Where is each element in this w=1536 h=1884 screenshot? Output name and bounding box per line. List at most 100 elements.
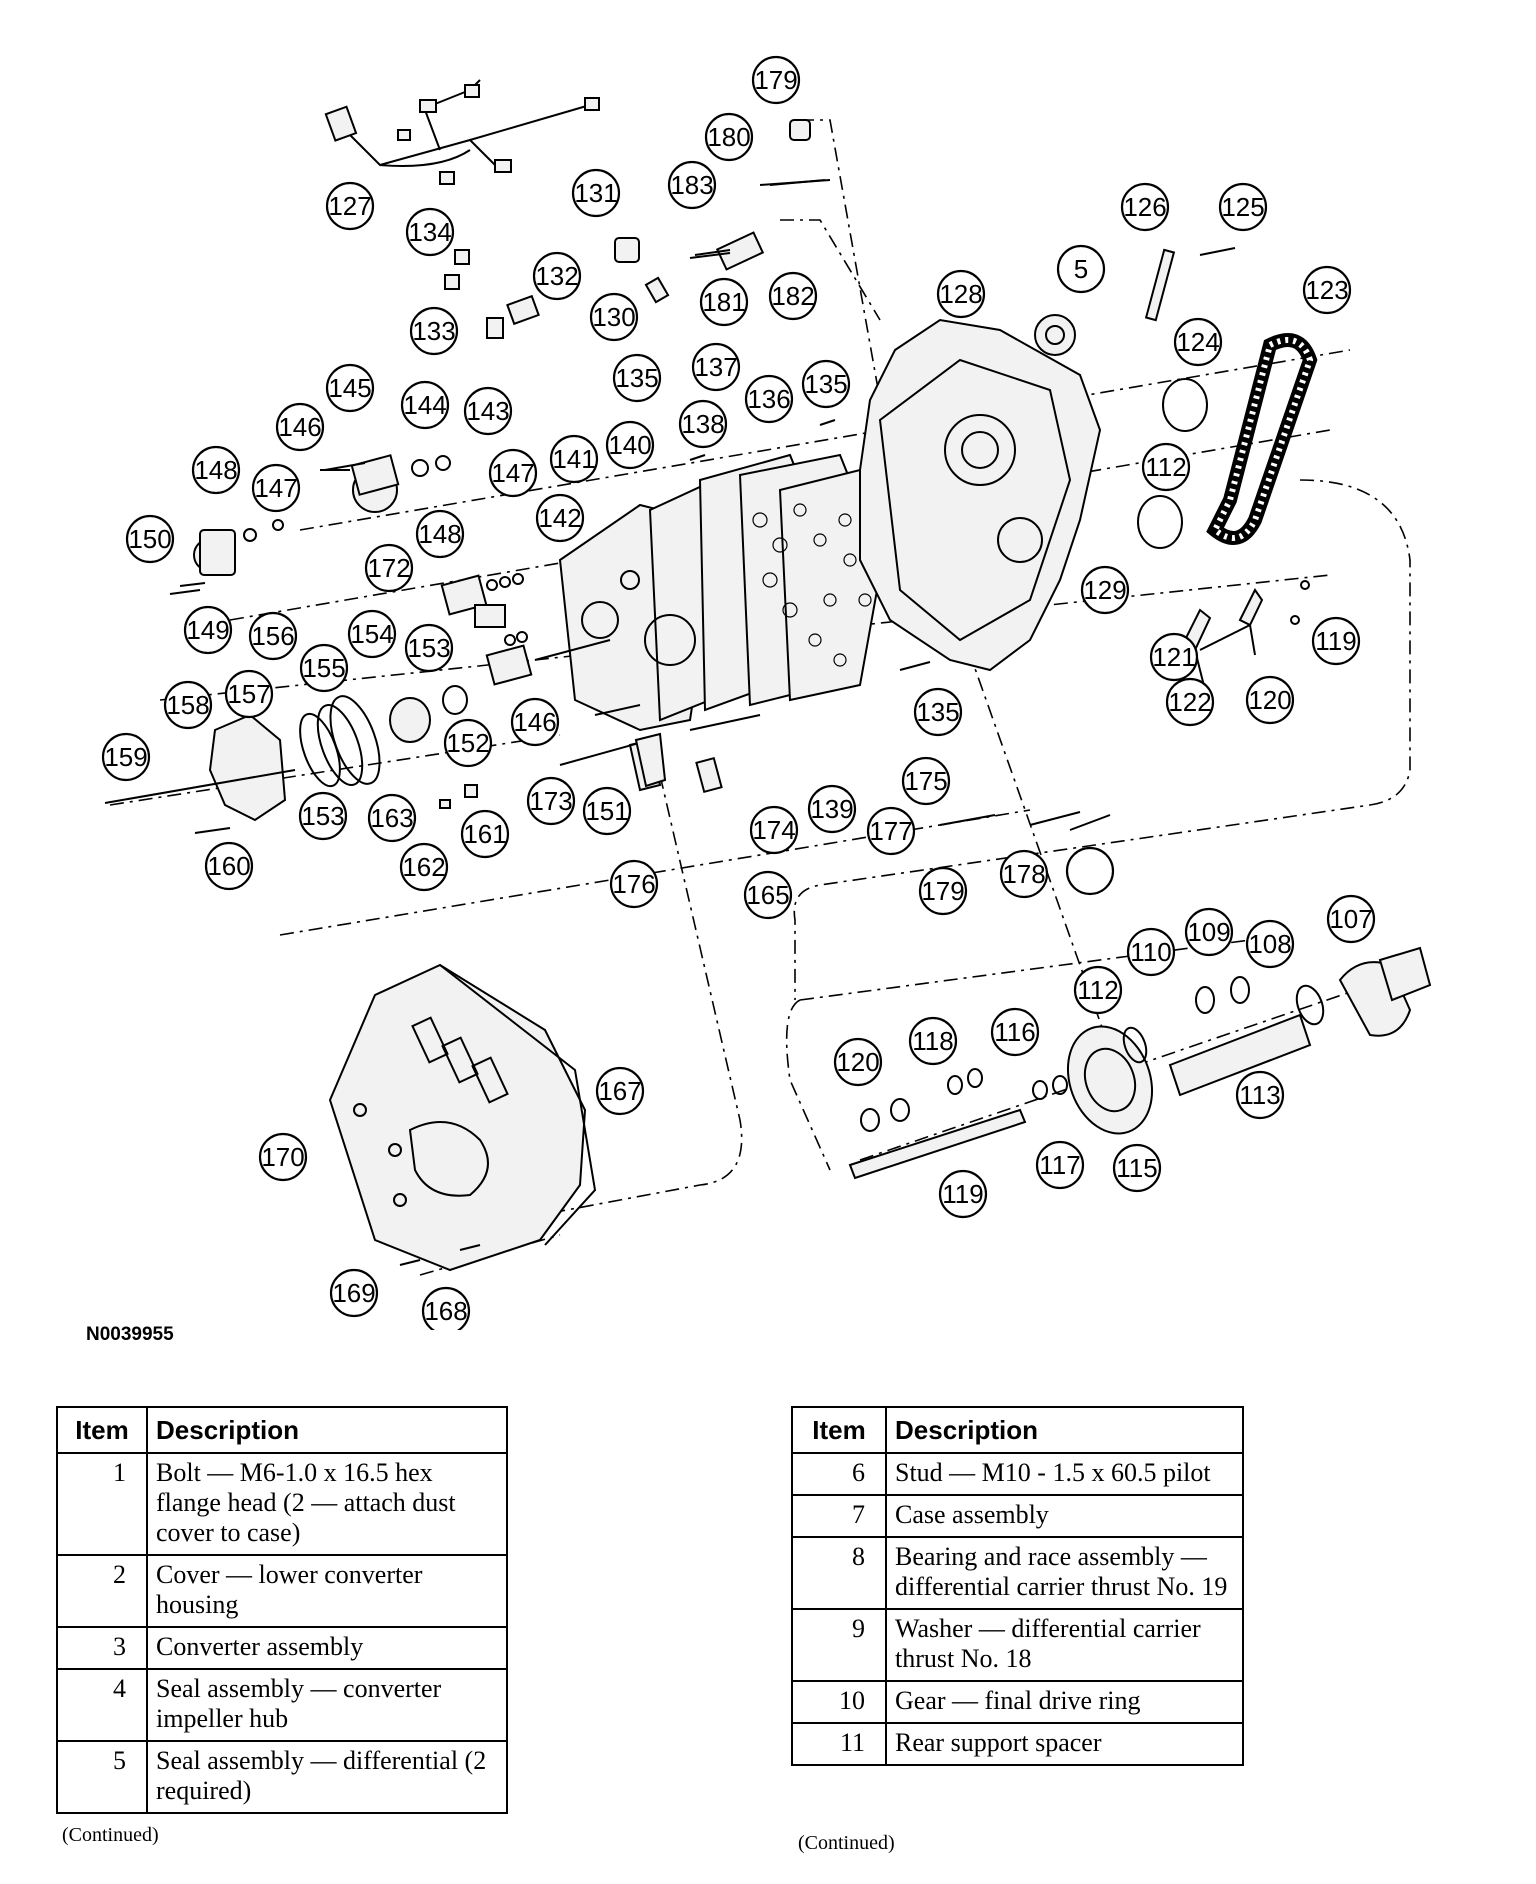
callout-153-top: 153 — [404, 623, 454, 673]
bolts — [324, 179, 1111, 1266]
svg-text:174: 174 — [752, 815, 795, 845]
continued-note-right: (Continued) — [798, 1832, 895, 1854]
callout-120: 120 — [1245, 675, 1295, 725]
callout-141: 141 — [549, 434, 599, 484]
svg-text:167: 167 — [598, 1076, 641, 1106]
callout-107: 107 — [1326, 894, 1376, 944]
svg-text:5: 5 — [1074, 254, 1088, 284]
callout-150: 150 — [125, 514, 175, 564]
callout-137: 137 — [691, 342, 741, 392]
item-description: Gear — final drive ring — [885, 1680, 1244, 1724]
table-row: 8 Bearing and race assembly — differenti… — [791, 1536, 1244, 1610]
callout-176: 179 — [751, 55, 801, 105]
svg-text:109: 109 — [1187, 917, 1230, 947]
table-header-row: Item Description — [56, 1406, 508, 1454]
svg-text:112: 112 — [1145, 452, 1186, 482]
item-description: Case assembly — [885, 1494, 1244, 1538]
callout-123: 123 — [1302, 265, 1352, 315]
callout-136: 136 — [744, 374, 794, 424]
item-number: 10 — [791, 1680, 887, 1724]
svg-text:147: 147 — [254, 473, 297, 503]
exploded-parts-diagram: 179 180 183 131 127 134 132 133 130 181 … — [101, 55, 1432, 1330]
callout-180: 178 — [999, 849, 1049, 899]
svg-text:143: 143 — [466, 396, 509, 426]
svg-text:148: 148 — [194, 455, 237, 485]
svg-text:150: 150 — [128, 524, 171, 554]
svg-text:126: 126 — [1123, 192, 1166, 222]
callout-170: 172 — [364, 543, 414, 593]
centerline-left-loop — [459, 774, 743, 1231]
callout-138: 138 — [678, 399, 728, 449]
svg-text:181: 181 — [702, 287, 745, 317]
svg-text:119: 119 — [1315, 626, 1356, 656]
svg-text:179: 179 — [921, 876, 964, 906]
callout-169: 170 — [258, 1132, 308, 1182]
svg-text:132: 132 — [535, 261, 578, 291]
centerline-upper — [299, 349, 1351, 531]
svg-text:140: 140 — [608, 430, 651, 460]
callout-113: 115 — [1112, 1143, 1162, 1193]
column-header-description: Description — [146, 1406, 508, 1454]
svg-text:153: 153 — [407, 633, 450, 663]
svg-text:112: 112 — [1077, 975, 1118, 1005]
svg-text:161: 161 — [463, 819, 506, 849]
column-header-item: Item — [791, 1406, 887, 1454]
item-description: Cover — lower converter housing — [146, 1554, 508, 1628]
table-row: 1 Bolt — M6-1.0 x 16.5 hex flange head (… — [56, 1452, 508, 1556]
svg-text:165: 165 — [746, 880, 789, 910]
callout-173: 175 — [901, 756, 951, 806]
svg-text:117: 117 — [1039, 1150, 1080, 1180]
callout-161: 161 — [460, 809, 510, 859]
item-description: Bolt — M6-1.0 x 16.5 hex flange head (2 … — [146, 1452, 508, 1556]
callout-109: 109 — [1184, 907, 1234, 957]
callout-168: 169 — [329, 1268, 379, 1318]
table-row: 10 Gear — final drive ring — [791, 1680, 1244, 1724]
callout-139: 139 — [807, 784, 857, 834]
svg-text:142: 142 — [538, 503, 581, 533]
svg-text:160: 160 — [207, 851, 250, 881]
svg-text:152: 152 — [446, 728, 489, 758]
callout-133: 133 — [409, 306, 459, 356]
item-number: 9 — [791, 1608, 887, 1682]
svg-text:137: 137 — [694, 352, 737, 382]
callout-142: 142 — [535, 493, 585, 543]
table-row: 3 Converter assembly — [56, 1626, 508, 1670]
callout-146-top: 146 — [275, 402, 325, 452]
callout-160: 160 — [204, 841, 254, 891]
callout-177: 180 — [704, 112, 754, 162]
callout-110: 110 — [1126, 927, 1176, 977]
svg-text:141: 141 — [552, 444, 595, 474]
svg-text:156: 156 — [251, 621, 294, 651]
callout-151: 151 — [582, 786, 632, 836]
svg-text:124: 124 — [1176, 327, 1219, 357]
callout-158: 158 — [163, 680, 213, 730]
callout-118: 120 — [833, 1037, 883, 1087]
svg-text:128: 128 — [939, 279, 982, 309]
svg-text:169: 169 — [332, 1278, 375, 1308]
centerline-182 — [780, 219, 881, 321]
transmission-case — [859, 314, 1208, 672]
item-number: 6 — [791, 1452, 887, 1496]
callout-159: 159 — [101, 732, 151, 782]
svg-text:146: 146 — [278, 412, 321, 442]
svg-text:129: 129 — [1083, 575, 1126, 605]
callout-164: 165 — [743, 870, 793, 920]
item-number: 11 — [791, 1722, 887, 1766]
callout-135-top: 135 — [612, 353, 662, 403]
callout-140: 140 — [605, 420, 655, 470]
callout-179: 179 — [918, 866, 968, 916]
svg-text:154: 154 — [350, 619, 393, 649]
svg-text:155: 155 — [302, 653, 345, 683]
svg-text:120: 120 — [1248, 685, 1291, 715]
brackets — [1183, 580, 1310, 691]
table-row: 5 Seal assembly — differential (2 requir… — [56, 1740, 508, 1814]
svg-text:135: 135 — [916, 697, 959, 727]
item-description: Converter assembly — [146, 1626, 508, 1670]
svg-text:177: 177 — [869, 816, 912, 846]
svg-text:180: 180 — [707, 122, 750, 152]
svg-text:170: 170 — [261, 1142, 304, 1172]
callout-156: 156 — [248, 611, 298, 661]
svg-text:148: 148 — [418, 519, 461, 549]
svg-text:162: 162 — [402, 852, 445, 882]
callout-143: 143 — [463, 386, 513, 436]
